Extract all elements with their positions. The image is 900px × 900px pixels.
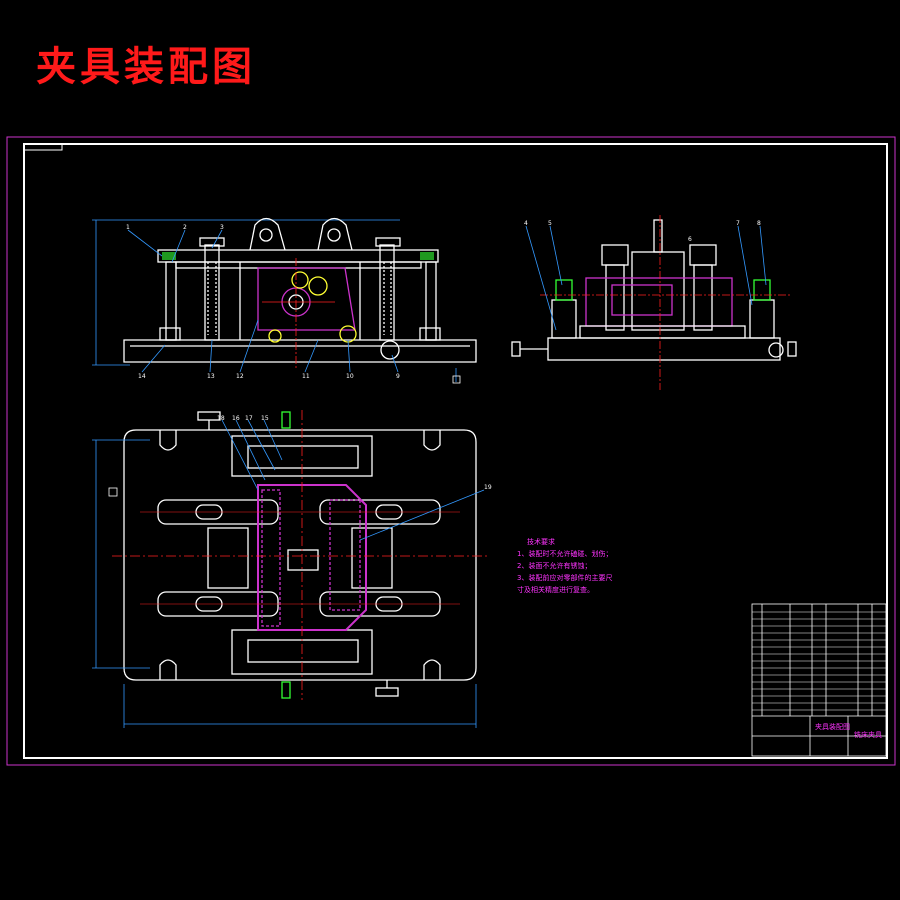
drawing-title: 夹具装配图: [36, 43, 256, 90]
part-number: 5: [548, 220, 552, 227]
technical-requirement-item: 2、装面不允许有锈蚀；: [517, 562, 592, 570]
part-number: 6: [688, 236, 692, 243]
technical-requirements-heading: 技术要求: [527, 538, 555, 546]
part-number: 7: [736, 220, 740, 227]
title-block-rows: [752, 611, 886, 711]
part-number: 15: [261, 415, 269, 422]
title-block-part-name: 铣床夹具: [854, 731, 882, 739]
part-number: 1: [126, 224, 130, 231]
top-view: [92, 410, 490, 728]
part-number: 14: [138, 373, 146, 380]
part-number: 9: [396, 373, 400, 380]
part-number: 4: [524, 220, 528, 227]
part-number: 3: [220, 224, 224, 231]
part-number: 8: [757, 220, 761, 227]
front-view: [92, 217, 477, 384]
technical-requirement-item: 寸及相关精度进行复查。: [517, 586, 594, 594]
title-block: [751, 603, 887, 757]
part-number: 19: [484, 484, 492, 491]
technical-requirements: 技术要求 1、装配时不允许磕碰、划伤； 2、装面不允许有锈蚀； 3、装配前应对零…: [517, 536, 612, 596]
part-number: 11: [302, 373, 310, 380]
frame-corner-tab: [24, 144, 63, 151]
part-number: 16: [232, 415, 240, 422]
outer-border: [6, 136, 896, 766]
inner-frame: [23, 143, 888, 759]
part-number: 2: [183, 224, 187, 231]
technical-requirement-item: 3、装配前应对零部件的主要尺: [517, 574, 613, 582]
part-number: 18: [217, 415, 225, 422]
front-view-part-numbers: 1 2 3 14 13 12 11 10 9: [126, 224, 400, 380]
technical-requirement-item: 1、装配时不允许磕碰、划伤；: [517, 550, 613, 558]
part-number: 13: [207, 373, 215, 380]
side-view: [511, 215, 797, 390]
part-number: 10: [346, 373, 354, 380]
part-number: 17: [245, 415, 253, 422]
part-number: 12: [236, 373, 244, 380]
side-view-part-numbers: 4 5 6 7 8: [524, 220, 761, 243]
title-block-drawing-name: 夹具装配图: [815, 723, 850, 731]
top-view-part-numbers: 18 16 17 15 19: [217, 415, 492, 491]
